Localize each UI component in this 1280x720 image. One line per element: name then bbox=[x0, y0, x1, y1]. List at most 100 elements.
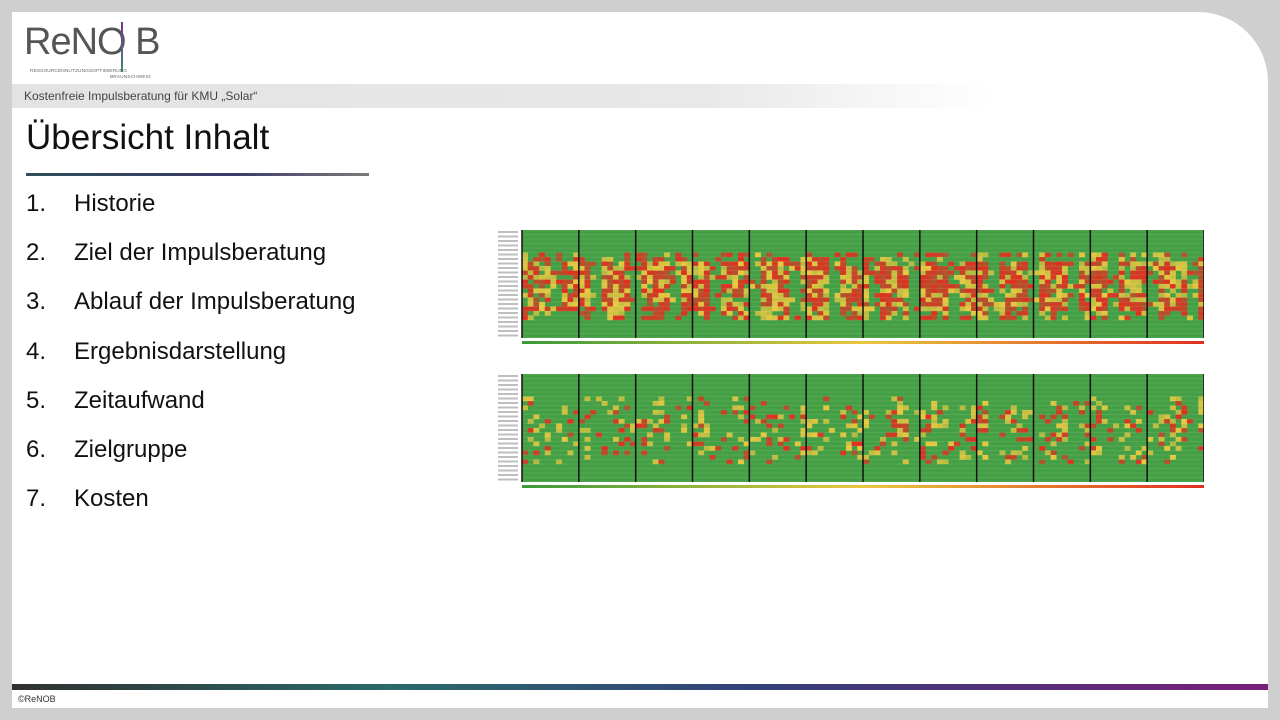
heatmap-cell bbox=[1096, 419, 1102, 424]
heatmap-cell bbox=[527, 266, 534, 271]
heatmap-cell bbox=[1158, 306, 1165, 312]
heatmap-cell bbox=[652, 428, 659, 433]
heatmap-cell bbox=[1096, 261, 1102, 267]
heatmap-cell bbox=[1096, 311, 1102, 316]
heatmap-cell bbox=[527, 396, 534, 402]
heatmap-cell bbox=[891, 410, 898, 415]
heatmap-cell bbox=[925, 261, 932, 267]
heatmap-cell bbox=[999, 288, 1006, 294]
agenda-number: 2. bbox=[26, 239, 47, 267]
heatmap-cell bbox=[936, 423, 943, 429]
heatmap-cell bbox=[675, 315, 682, 321]
heatmap-cell bbox=[919, 288, 926, 294]
heatmap-cell bbox=[760, 297, 767, 303]
heatmap-cell bbox=[686, 288, 693, 294]
heatmap-cell bbox=[539, 275, 546, 280]
heatmap-cell bbox=[1118, 284, 1125, 289]
heatmap-cell bbox=[976, 252, 983, 258]
heatmap-cell bbox=[1090, 257, 1097, 262]
heatmap-cell bbox=[612, 410, 619, 415]
heatmap-cell bbox=[527, 306, 534, 312]
heatmap-cell bbox=[800, 302, 807, 307]
heatmap-cell bbox=[1192, 279, 1199, 285]
heatmap-cell bbox=[658, 410, 665, 415]
heatmap-cell bbox=[647, 302, 654, 307]
heatmap-cell bbox=[1067, 252, 1074, 258]
heatmap-cell bbox=[1135, 288, 1142, 294]
heatmap-cell bbox=[863, 279, 869, 285]
heatmap-cell bbox=[1067, 261, 1074, 267]
heatmap-cell bbox=[1016, 297, 1023, 303]
heatmap-cell bbox=[1096, 293, 1102, 298]
heatmap-cell bbox=[936, 275, 943, 280]
heatmap-cell bbox=[942, 450, 949, 456]
heatmap-cell bbox=[1164, 302, 1171, 307]
heatmap-cell bbox=[1181, 279, 1188, 285]
heatmap-cell bbox=[584, 428, 591, 433]
heatmap-cell bbox=[891, 450, 898, 456]
heatmap-cell bbox=[1181, 311, 1188, 316]
heatmap-cell bbox=[658, 293, 665, 298]
heatmap-cell bbox=[618, 261, 625, 267]
heatmap-cell bbox=[522, 284, 528, 289]
heatmap-cell bbox=[800, 428, 807, 433]
subheader-band: Kostenfreie Impulsberatung für KMU „Sola… bbox=[12, 84, 1268, 108]
heatmap-cell bbox=[726, 311, 733, 316]
heatmap-cell bbox=[1050, 414, 1057, 420]
heatmap-cell bbox=[612, 302, 619, 307]
heatmap-cell bbox=[658, 275, 665, 280]
heatmap-cell bbox=[777, 293, 784, 298]
heatmap-cell bbox=[942, 315, 949, 321]
heatmap-cell bbox=[982, 266, 989, 271]
heatmap-cell bbox=[1022, 414, 1029, 420]
heatmap-cell bbox=[959, 450, 966, 456]
heatmap-cell bbox=[880, 270, 887, 276]
heatmap-cell bbox=[584, 437, 591, 442]
heatmap-cell bbox=[766, 423, 773, 429]
heatmap-tick-label bbox=[498, 231, 518, 233]
heatmap-cell bbox=[823, 293, 830, 298]
heatmap-cell bbox=[936, 306, 943, 312]
heatmap-cell bbox=[698, 270, 705, 276]
heatmap-cell bbox=[658, 297, 665, 303]
heatmap-cell bbox=[556, 270, 563, 276]
heatmap-cell bbox=[811, 419, 818, 424]
heatmap-cell bbox=[982, 428, 989, 433]
heatmap-cell bbox=[885, 293, 892, 298]
heatmap-cell bbox=[897, 419, 904, 424]
heatmap-cell bbox=[1005, 279, 1012, 285]
heatmap-tick-label bbox=[498, 429, 518, 431]
heatmap-cell bbox=[1056, 297, 1063, 303]
heatmap-cell bbox=[647, 306, 654, 312]
heatmap-cell bbox=[874, 275, 881, 280]
heatmap-cell bbox=[698, 293, 705, 298]
heatmap-cell bbox=[953, 275, 960, 280]
heatmap-cell bbox=[772, 455, 779, 460]
heatmap-cell bbox=[885, 257, 892, 262]
heatmap-cell bbox=[578, 275, 585, 280]
heatmap-cell bbox=[874, 293, 881, 298]
heatmap-cell bbox=[601, 275, 608, 280]
heatmap-cell bbox=[885, 432, 892, 438]
heatmap-cell bbox=[1135, 302, 1142, 307]
heatmap-cell bbox=[1078, 279, 1085, 285]
heatmap-cell bbox=[868, 257, 875, 262]
heatmap-cell bbox=[567, 419, 574, 424]
heatmap-cell bbox=[1078, 261, 1085, 267]
heatmap-cell bbox=[942, 302, 949, 307]
heatmap-cell bbox=[1181, 288, 1188, 294]
heatmap-cell bbox=[692, 279, 699, 285]
heatmap-cell bbox=[976, 270, 983, 276]
heatmap-cell bbox=[647, 441, 654, 447]
copyright: ©ReNOB bbox=[18, 694, 56, 704]
heatmap-cell bbox=[931, 311, 938, 316]
heatmap-cell bbox=[783, 279, 790, 285]
heatmap-cell bbox=[1169, 279, 1176, 285]
heatmap-cell bbox=[800, 297, 807, 303]
heatmap-cell bbox=[618, 275, 625, 280]
heatmap-cell bbox=[618, 284, 625, 289]
heatmap-cell bbox=[669, 279, 676, 285]
heatmap-cell bbox=[703, 401, 710, 406]
heatmap-cell bbox=[970, 261, 977, 267]
heatmap-cell bbox=[703, 302, 710, 307]
